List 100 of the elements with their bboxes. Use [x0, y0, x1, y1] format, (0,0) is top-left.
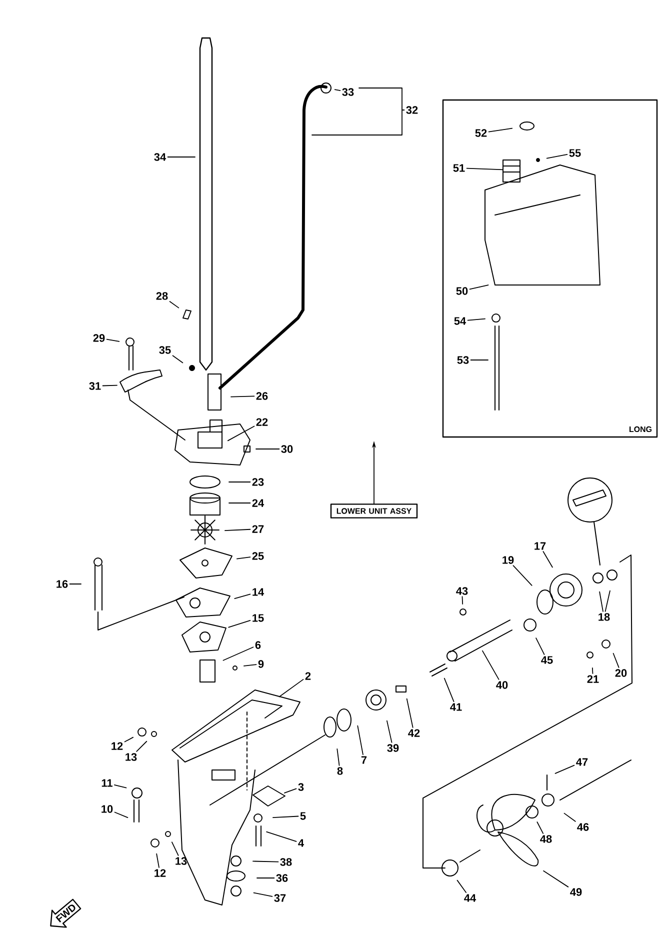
callout-number: 49 — [570, 888, 582, 896]
leader-line — [488, 128, 513, 132]
callout-number: 43 — [456, 587, 468, 595]
leader-line — [169, 301, 180, 308]
callout-number: 12 — [154, 869, 166, 877]
callout-number: 26 — [256, 392, 268, 400]
callout-number: 31 — [89, 382, 101, 390]
leader-line — [228, 620, 251, 628]
leader-line — [172, 355, 184, 364]
callout-number: 11 — [102, 779, 112, 787]
leader-line — [106, 338, 120, 342]
leader-line — [462, 596, 464, 604]
callout-number: 4 — [298, 839, 304, 847]
callout-number: 7 — [361, 756, 367, 764]
leader-line — [230, 396, 255, 398]
leader-line — [253, 892, 273, 897]
callout-number: 27 — [252, 525, 264, 533]
leader-line — [312, 88, 405, 136]
callout-number: 30 — [281, 445, 293, 453]
callout-number: 6 — [255, 641, 261, 649]
callout-number: 41 — [450, 703, 462, 711]
leader-line — [136, 740, 148, 752]
leader-line — [114, 784, 127, 788]
leader-line — [466, 168, 504, 170]
callout-number: 20 — [615, 669, 627, 677]
leader-line — [564, 812, 576, 822]
callout-number: 48 — [540, 835, 552, 843]
leader-line — [124, 736, 134, 742]
leader-line — [266, 831, 297, 842]
leader-line — [536, 638, 545, 655]
callout-number: 45 — [541, 656, 553, 664]
leader-line — [542, 551, 553, 568]
callout-number: 22 — [256, 418, 268, 426]
leader-line — [284, 788, 297, 794]
leader-line — [256, 448, 280, 450]
callout-number: 39 — [387, 744, 399, 752]
callout-number: 15 — [252, 614, 264, 622]
callout-number: 12 — [112, 742, 123, 750]
leader-line — [512, 565, 532, 586]
leader-line — [554, 764, 575, 774]
leader-line — [482, 650, 500, 680]
callout-number: 42 — [408, 729, 420, 737]
callout-number: 33 — [342, 88, 354, 96]
leader-line — [228, 502, 251, 504]
leader-line — [546, 154, 568, 159]
leader-line — [334, 89, 341, 92]
leader-line — [456, 880, 466, 893]
leader-line — [244, 664, 257, 666]
leader-line — [272, 816, 299, 818]
leader-line — [406, 698, 414, 728]
leader-line — [114, 812, 128, 818]
callout-number: 10 — [102, 805, 113, 813]
leader-line — [224, 528, 251, 532]
callout-number: 29 — [93, 334, 105, 342]
callout-number: 18 — [598, 613, 610, 621]
leader-line — [469, 284, 489, 290]
leader-line — [467, 318, 486, 321]
leader-line — [599, 591, 604, 612]
callout-number: 51 — [453, 164, 465, 172]
leader-line — [336, 748, 340, 766]
leader-line — [167, 156, 196, 158]
leader-line — [612, 652, 620, 668]
leader-line — [156, 853, 160, 868]
leader-line — [357, 725, 364, 755]
callout-number: 40 — [496, 681, 508, 689]
leader-line — [543, 870, 569, 888]
leader-line — [236, 556, 251, 560]
callout-number: 24 — [252, 499, 264, 507]
callout-number: 17 — [534, 542, 546, 550]
leader-line — [444, 678, 454, 702]
callout-number: 9 — [258, 660, 264, 668]
callout-number: 2 — [305, 672, 311, 680]
callout-number: 46 — [577, 823, 589, 831]
callout-number: 21 — [587, 675, 599, 683]
callout-number: 32 — [406, 106, 418, 114]
leader-line — [102, 384, 118, 386]
leader-line — [386, 720, 392, 743]
callout-number: 3 — [298, 783, 304, 791]
callout-number: 13 — [126, 753, 137, 761]
callout-number: 28 — [156, 292, 168, 300]
callout-number: 13 — [176, 857, 187, 865]
callout-number: 37 — [274, 894, 286, 902]
leader-line — [536, 822, 544, 834]
leader-line — [252, 860, 279, 862]
callout-number: 19 — [502, 556, 514, 564]
leader-line — [278, 678, 304, 698]
callout-number: 16 — [56, 580, 68, 588]
callout-number: 38 — [280, 858, 292, 866]
callout-number: 23 — [252, 478, 264, 486]
callout-number: 14 — [252, 588, 264, 596]
leader-line — [592, 668, 594, 674]
leader-line — [604, 590, 610, 612]
leader-line — [234, 594, 251, 600]
callout-number: 44 — [464, 894, 476, 902]
callout-number: 35 — [159, 346, 171, 354]
callout-number: 54 — [454, 317, 466, 325]
callout-number: 52 — [475, 129, 487, 137]
callout-number: 25 — [252, 552, 264, 560]
leader-line — [222, 646, 254, 661]
callout-number: 34 — [154, 153, 166, 161]
